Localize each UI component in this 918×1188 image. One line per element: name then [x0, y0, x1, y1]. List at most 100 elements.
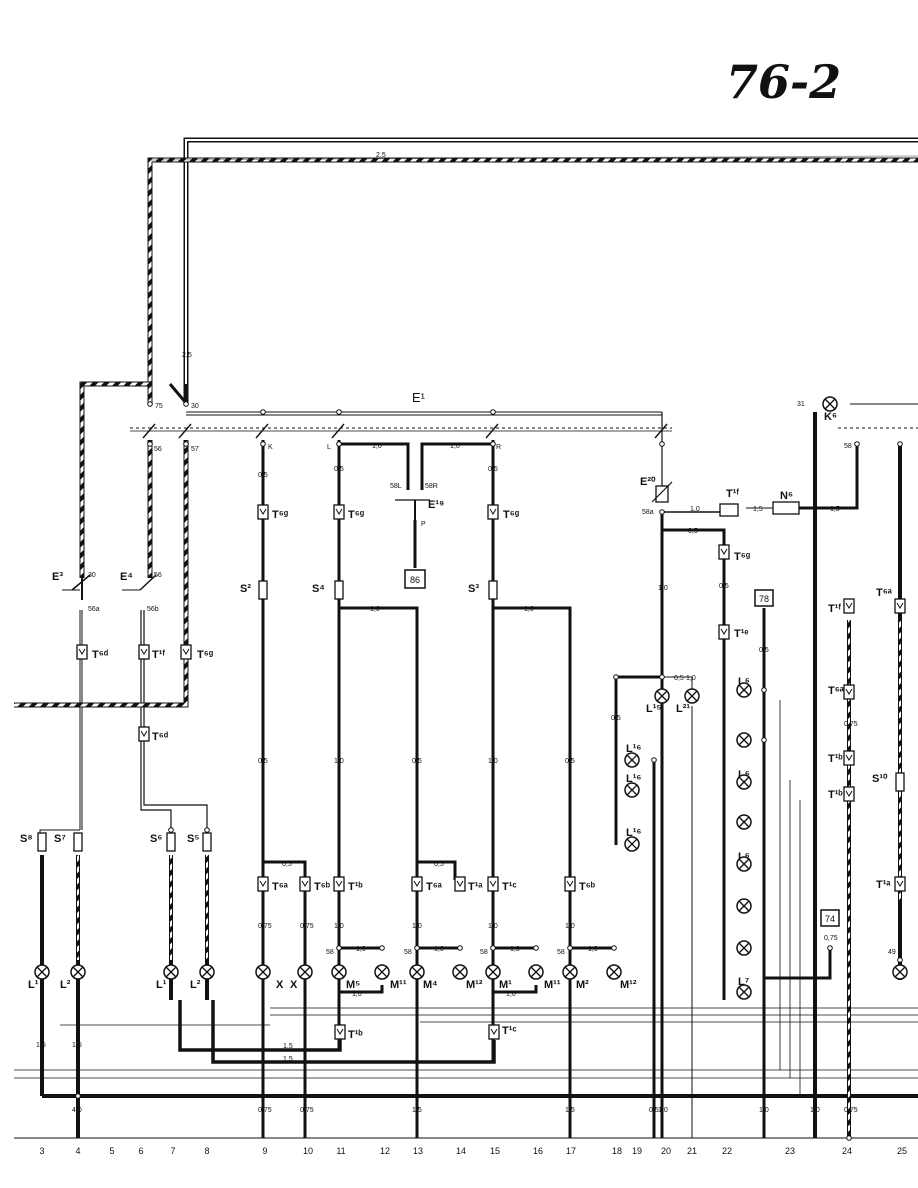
connector-body	[333, 876, 345, 892]
label-t1a: T¹ᵃ	[468, 881, 483, 893]
wire-size-label: 0,5	[649, 1107, 659, 1114]
wire-size-label: 0,5	[719, 583, 729, 590]
fuse-symbol	[202, 832, 212, 852]
terminal-dot	[761, 687, 767, 693]
label-t1f: T¹ᶠ	[828, 603, 841, 615]
wire-size-label: 1,0	[686, 675, 696, 682]
column-number: 17	[566, 1146, 576, 1156]
terminal-dot	[457, 945, 463, 951]
wire-size-label: 0,75	[844, 721, 858, 728]
wire-size-label: 1,0	[370, 606, 380, 613]
wire-size-label: 1,0	[565, 923, 575, 930]
label-s6: S⁶	[150, 833, 162, 845]
column-number: 10	[303, 1146, 313, 1156]
connector-t1f	[719, 503, 739, 517]
lamp-symbol	[409, 964, 425, 980]
lamp-cross	[738, 900, 750, 912]
connector-symbol	[138, 726, 150, 742]
connector-symbol	[333, 504, 345, 520]
svg-text:78: 78	[759, 594, 769, 604]
label-m12: M¹²	[466, 979, 483, 991]
wire-size-label: 0,5	[434, 861, 444, 868]
terminal-dot	[336, 409, 342, 415]
lamp-symbol	[736, 774, 752, 790]
terminal-49: 49	[888, 949, 896, 956]
column-number: 11	[336, 1146, 345, 1156]
lamp-cross	[299, 966, 311, 978]
fuse-symbol	[334, 580, 344, 600]
connector-symbol	[843, 750, 855, 766]
terminal-dot	[827, 945, 833, 951]
column-number: 21	[687, 1146, 697, 1156]
label-m2: M²	[576, 979, 589, 991]
connector-mark	[336, 1028, 344, 1035]
connector-body	[843, 598, 855, 614]
terminal-dot	[379, 945, 385, 951]
lamp-symbol	[163, 964, 179, 980]
connector-mark	[335, 880, 343, 887]
label-t6d: T⁶ᵈ	[92, 649, 109, 661]
label-s2: S²	[240, 583, 251, 595]
terminal-dot	[897, 441, 903, 447]
wire-size-label: 1,0	[412, 923, 422, 930]
label-t6b: T⁶ᵇ	[579, 881, 596, 893]
label-t6d: T⁶ᵈ	[152, 731, 169, 743]
wire-size-label: 2,5	[182, 352, 192, 359]
connector-body	[411, 876, 423, 892]
svg-text:86: 86	[410, 575, 420, 585]
connector-symbol	[411, 876, 423, 892]
connector-mark	[896, 880, 904, 887]
lamp-symbol	[331, 964, 347, 980]
label-l21: L²¹	[676, 703, 690, 715]
lamp-cross	[165, 966, 177, 978]
connector-mark	[182, 648, 190, 655]
lamp-cross	[738, 858, 750, 870]
connector-mark	[301, 880, 309, 887]
lamp-cross	[257, 966, 269, 978]
connector-mark	[413, 880, 421, 887]
lamp-symbol	[624, 836, 640, 852]
terminal-k: K	[268, 444, 273, 451]
terminal-58l: 58L	[390, 483, 402, 490]
wire-size-label: 1,0	[690, 506, 700, 513]
column-number: 3	[39, 1146, 44, 1156]
label-e19: E¹⁹	[428, 499, 444, 511]
terminal-r: R	[496, 444, 501, 451]
label-t1f: T¹ᶠ	[152, 649, 165, 661]
wire-size-label: 0,75	[300, 923, 314, 930]
column-number: 7	[170, 1146, 175, 1156]
connector-body	[488, 1024, 500, 1040]
wire-size-label: 0,5	[488, 466, 498, 473]
label-t6g: T⁶ᵍ	[197, 649, 214, 661]
svg-text:74: 74	[825, 914, 835, 924]
column-number: 14	[456, 1146, 466, 1156]
connector-mark	[140, 730, 148, 737]
fuse-symbol	[37, 832, 47, 852]
connector-body	[138, 644, 150, 660]
label-e4: E⁴	[120, 571, 133, 583]
connector-mark	[845, 790, 853, 797]
connector-mark	[489, 880, 497, 887]
connector-symbol	[487, 876, 499, 892]
column-number: 6	[138, 1146, 143, 1156]
column-number: 19	[632, 1146, 642, 1156]
connector-symbol	[180, 644, 192, 660]
fuse-symbol	[73, 832, 83, 852]
connector-mark	[845, 602, 853, 609]
column-number: 18	[612, 1146, 622, 1156]
terminal-31: 31	[797, 401, 805, 408]
connector-body	[894, 598, 906, 614]
wire-size-label: 0,75	[258, 923, 272, 930]
connector-body	[334, 1024, 346, 1040]
terminal-dot	[659, 509, 665, 515]
terminal-dot	[260, 409, 266, 415]
connector-symbol	[718, 544, 730, 560]
terminal-58: 58	[326, 949, 334, 956]
connector-symbol	[564, 876, 576, 892]
connector-symbol	[257, 876, 269, 892]
relay-box-86: 86	[404, 569, 426, 589]
label-s5: S⁵	[187, 833, 200, 845]
lamp-cross	[686, 690, 698, 702]
wire-size-label: 0,5	[412, 758, 422, 765]
label-t6a: T⁶ᵃ	[828, 685, 845, 697]
